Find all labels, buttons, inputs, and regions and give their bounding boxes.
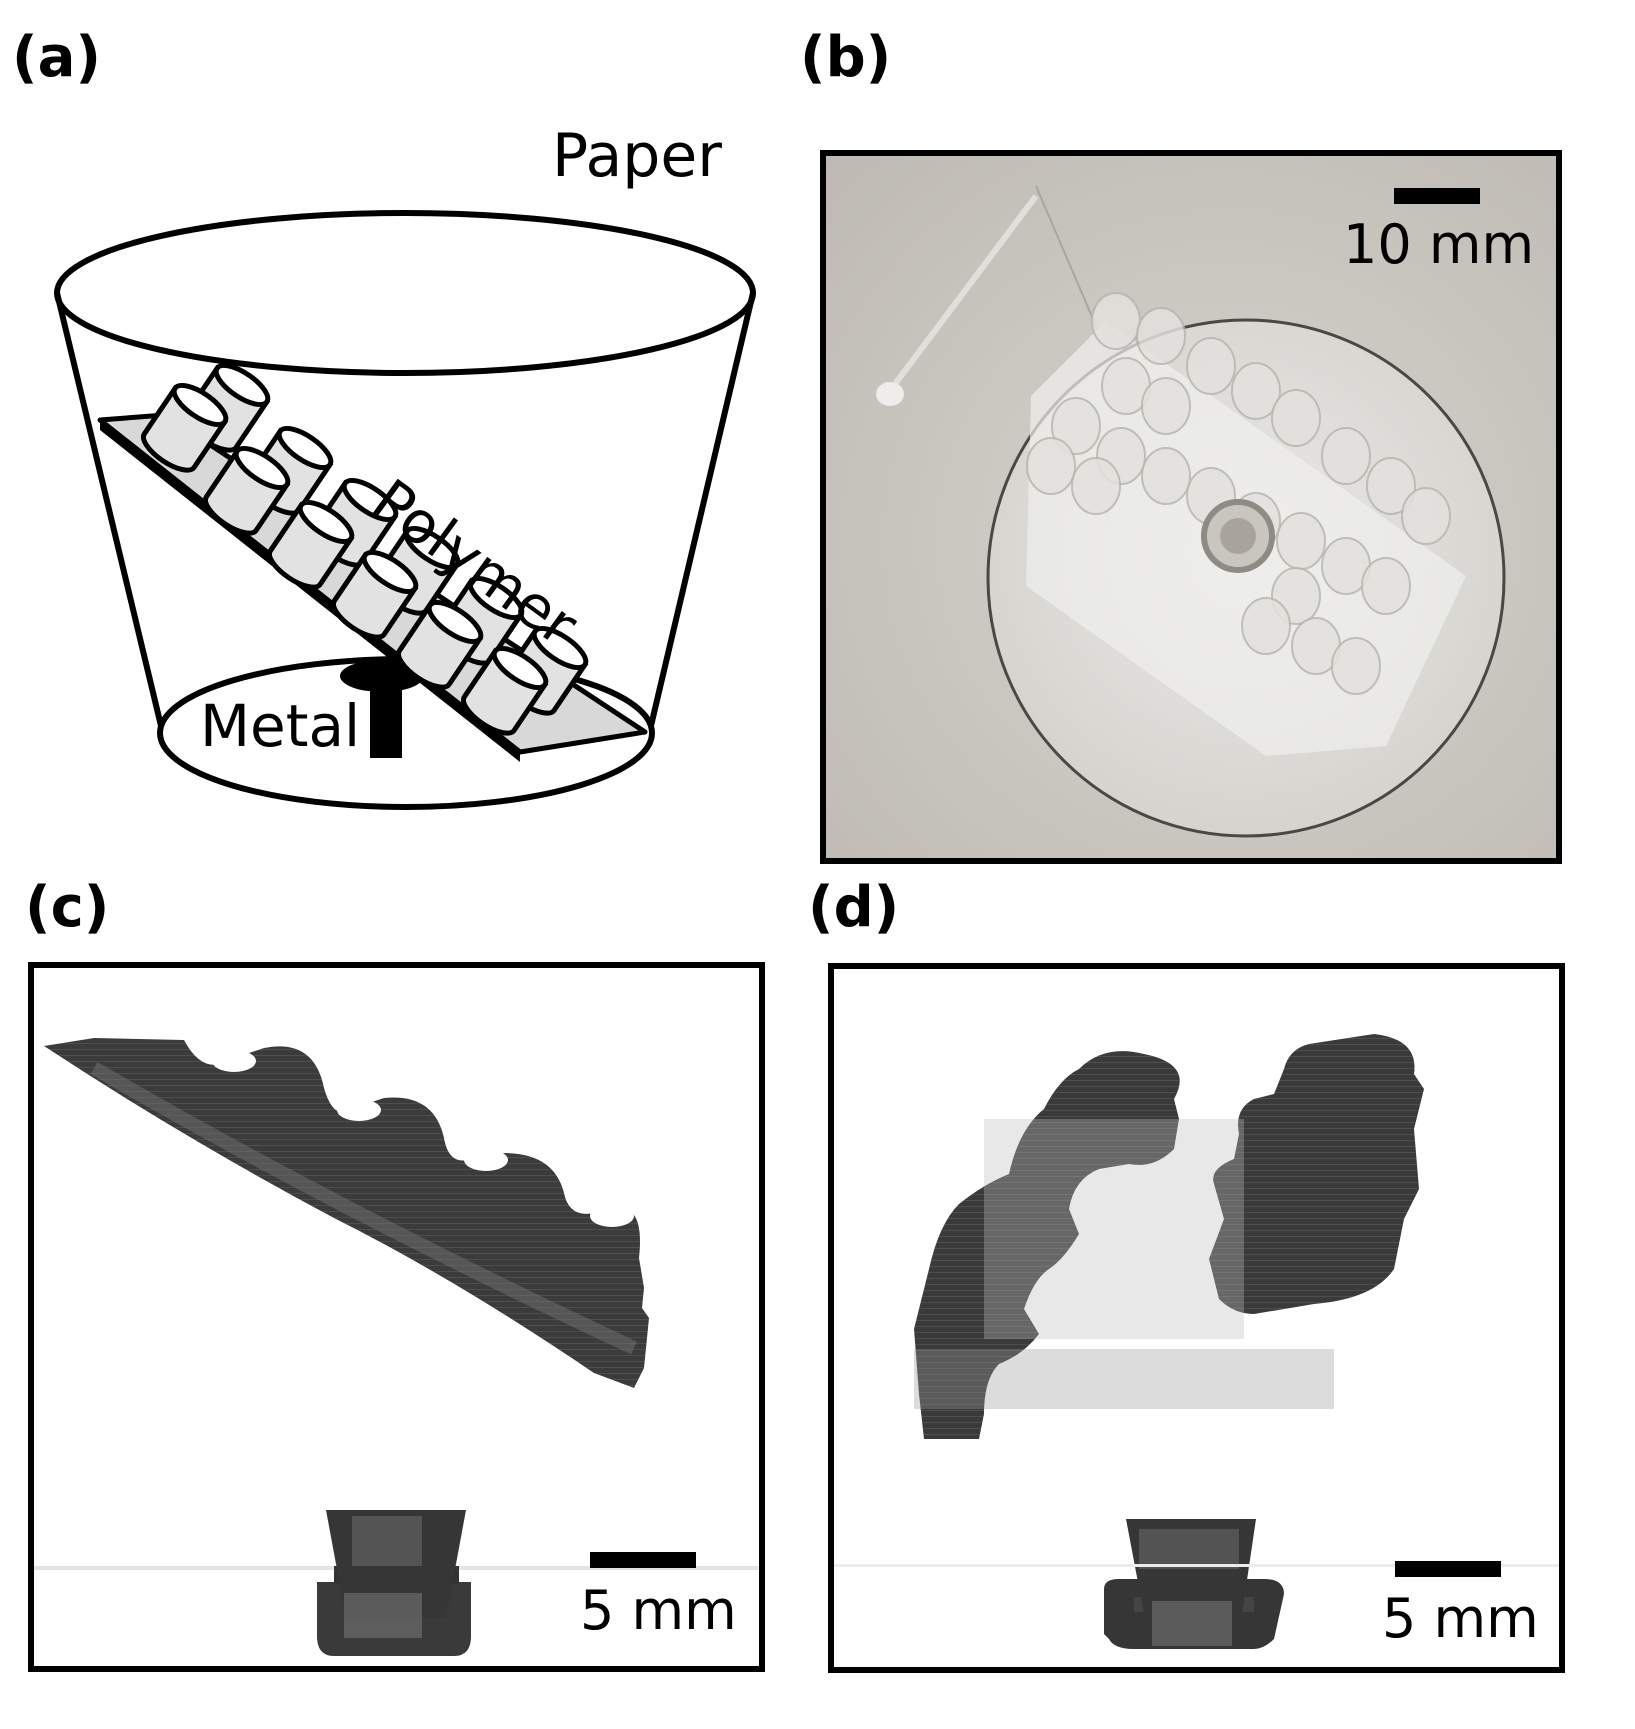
polymer-cylinder: [396, 599, 484, 690]
panel-a-label: (a): [12, 25, 101, 90]
polymer-cylinders: [141, 362, 589, 736]
panel-d-label: (d): [808, 875, 900, 940]
polymer-cylinder: [267, 499, 355, 590]
scan-c-polymer: [44, 1038, 649, 1388]
polymer-cylinder: [203, 445, 291, 536]
scan-d-scale-bar: [1395, 1561, 1501, 1577]
scan-d-polymer-right: [1209, 1034, 1424, 1314]
paper-label: Paper: [552, 121, 722, 191]
scan-d-frame: [828, 963, 1565, 1673]
polymer-cylinder: [461, 645, 549, 736]
scan-c-scale-bar: [590, 1552, 696, 1568]
panel-c-label: (c): [25, 875, 110, 940]
scan-d-polymer-left: [914, 1051, 1180, 1439]
polymer-cylinder: [331, 549, 419, 640]
scan-c-metal-bottom: [326, 1510, 466, 1618]
cup-right-wall: [647, 292, 756, 731]
panel-b-label: (b): [800, 25, 892, 90]
scan-c-scale-label: 5 mm: [580, 1579, 737, 1642]
cup-left-wall: [54, 292, 165, 731]
polymer-cylinder: [141, 382, 229, 473]
scan-d-image: [834, 969, 1559, 1667]
scan-d-scale-label: 5 mm: [1382, 1587, 1539, 1650]
scan-c-frame: [28, 962, 765, 1672]
cup-rim: [54, 210, 756, 376]
metal-post-stem: [370, 676, 402, 758]
photo-scale-label: 10 mm: [1343, 213, 1535, 276]
photo-scale-bar: [1394, 188, 1480, 204]
photo-frame: [820, 150, 1562, 864]
scan-c-image: [34, 968, 759, 1666]
paper-cup-schematic: [54, 210, 756, 810]
metal-label: Metal: [200, 692, 361, 760]
photo-image: [826, 156, 1556, 858]
